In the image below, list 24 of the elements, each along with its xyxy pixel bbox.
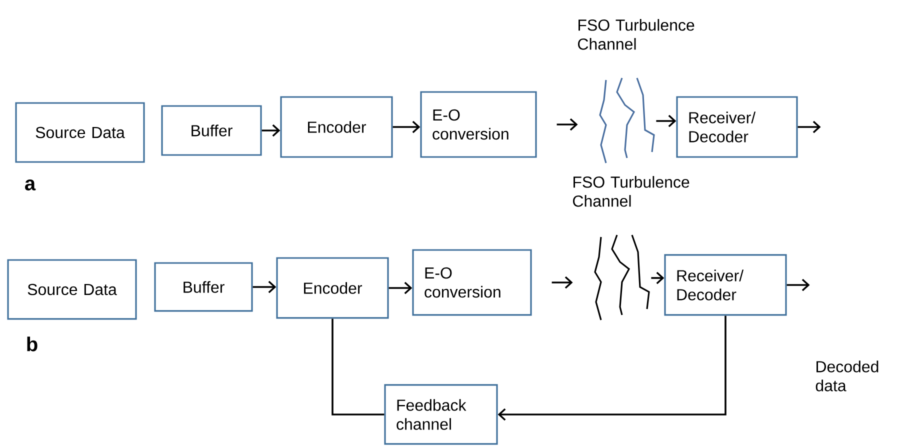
arrow xyxy=(798,120,821,134)
arrow xyxy=(786,278,810,292)
process-box: Buffer xyxy=(161,105,262,156)
process-box: Source Data xyxy=(15,102,145,163)
arrow xyxy=(556,118,578,131)
channel-label: FSO Turbulence Channel xyxy=(578,19,694,50)
process-box: Buffer xyxy=(154,262,253,312)
arrow xyxy=(498,316,726,421)
process-box: Encoder xyxy=(276,257,389,319)
process-box: Source Data xyxy=(7,259,137,320)
arrow xyxy=(388,282,412,294)
arrow xyxy=(392,120,420,134)
arrow xyxy=(262,124,280,137)
arrow xyxy=(552,276,573,289)
process-box: Receiver/ Decoder xyxy=(664,254,787,316)
process-box: E-O conversion xyxy=(412,249,532,316)
channel-label: FSO Turbulence Channel xyxy=(573,176,690,207)
process-box: E-O conversion xyxy=(420,91,537,158)
arrow xyxy=(252,280,276,294)
output-label: Decoded data xyxy=(816,360,878,392)
process-box: Feedback channel xyxy=(384,384,498,445)
process-box: Encoder xyxy=(280,96,393,158)
arrow xyxy=(656,114,676,128)
process-box: Receiver/ Decoder xyxy=(676,96,798,158)
